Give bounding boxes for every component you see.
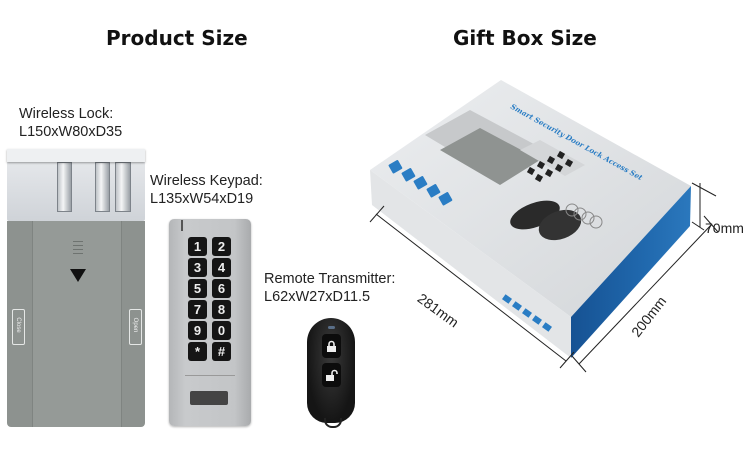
lock-label: Wireless Lock: L150xW80xD35	[19, 105, 122, 141]
key-hash: #	[212, 342, 231, 361]
key-1: 1	[188, 237, 207, 256]
card-reader-window	[190, 391, 228, 405]
remote-led	[328, 326, 335, 329]
lock-dims: L150xW80xD35	[19, 124, 123, 140]
remote-lock-button	[322, 334, 341, 358]
grip-line	[73, 241, 83, 242]
lock-bolt	[115, 162, 131, 212]
key-9: 9	[188, 321, 207, 340]
keypad-label: Wireless Keypad: L135xW54xD19	[150, 172, 263, 208]
key-3: 3	[188, 258, 207, 277]
remote-transmitter-image	[307, 318, 355, 428]
battery-cover	[32, 221, 122, 427]
lock-icon	[327, 340, 336, 352]
arrow-down-icon	[70, 269, 86, 282]
remote-dims: L62xW27xD11.5	[264, 289, 371, 305]
wireless-keypad-image: 1 2 3 4 5 6 7 8 9 0 * #	[169, 219, 251, 426]
keypad-dims: L135xW54xD19	[150, 191, 254, 207]
key-7: 7	[188, 300, 207, 319]
key-0: 0	[212, 321, 231, 340]
keypad-divider	[185, 375, 235, 376]
keypad-led	[181, 220, 183, 231]
key-6: 6	[212, 279, 231, 298]
key-star: *	[188, 342, 207, 361]
close-tag: Close	[12, 309, 25, 345]
product-size-heading: Product Size	[106, 26, 248, 50]
open-tag: Open	[129, 309, 142, 345]
key-5: 5	[188, 279, 207, 298]
lock-bolt-housing	[7, 149, 145, 221]
grip-line	[73, 249, 83, 250]
keypad-keys: 1 2 3 4 5 6 7 8 9 0 * #	[188, 237, 231, 361]
remote-name: Remote Transmitter:	[264, 271, 396, 287]
remote-label: Remote Transmitter: L62xW27xD11.5	[264, 270, 395, 306]
keypad-name: Wireless Keypad:	[150, 173, 263, 189]
gift-box-size-heading: Gift Box Size	[453, 26, 597, 50]
lock-bolt	[57, 162, 72, 212]
remote-unlock-button	[322, 363, 341, 387]
unlock-icon	[325, 369, 338, 381]
lock-body: Close Open	[7, 221, 145, 427]
key-4: 4	[212, 258, 231, 277]
lock-name: Wireless Lock:	[19, 106, 114, 122]
key-2: 2	[212, 237, 231, 256]
key-8: 8	[212, 300, 231, 319]
lock-bolt	[95, 162, 110, 212]
gift-box-image: Smart Security Door Lock Access Set	[369, 80, 719, 373]
box-height-label: 70mm	[705, 220, 744, 236]
box-front-face	[370, 170, 571, 358]
wireless-lock-image: Close Open	[7, 149, 145, 427]
grip-line	[73, 253, 83, 254]
grip-line	[73, 245, 83, 246]
key-ring	[324, 418, 342, 428]
lock-top-bar	[7, 149, 145, 162]
box-side-face	[571, 186, 691, 358]
